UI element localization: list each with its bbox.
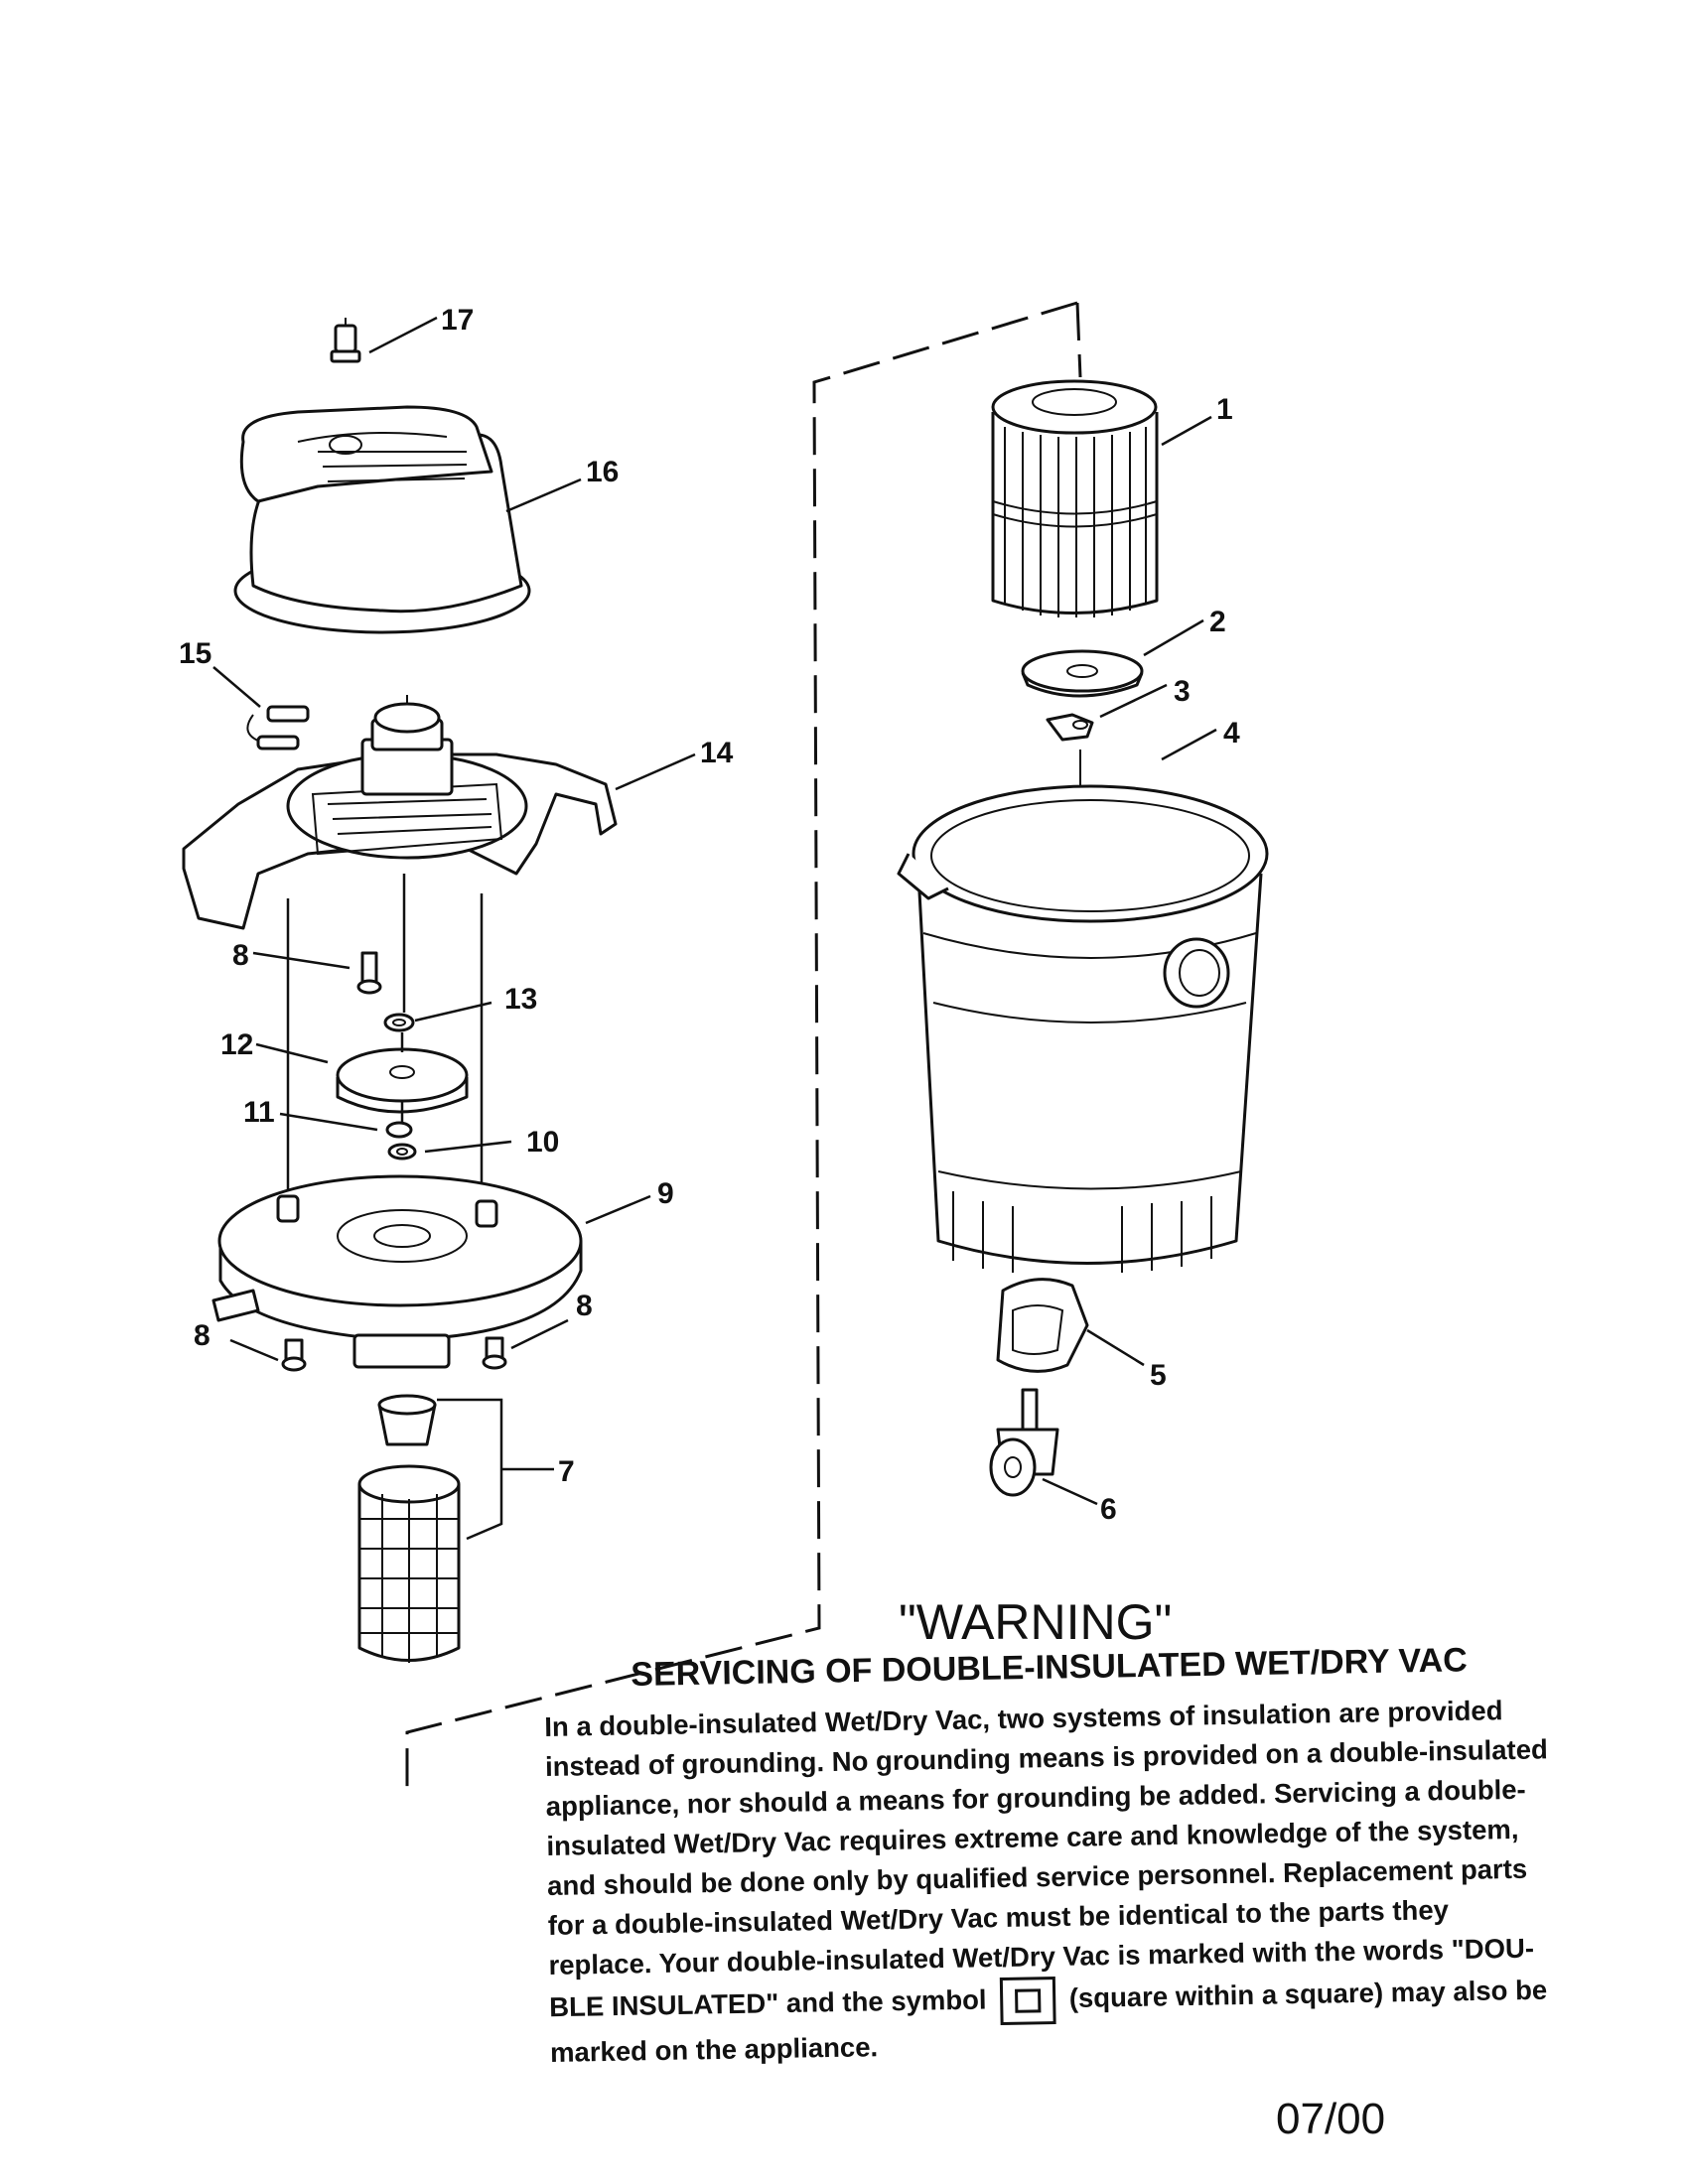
callout-11: 11: [243, 1096, 275, 1129]
callout-15: 15: [179, 637, 211, 670]
part-16-motor-cover: [233, 405, 531, 634]
callout-14: 14: [700, 737, 734, 769]
date-code: 07/00: [1276, 2095, 1386, 2143]
callout-8-right: 8: [576, 1290, 593, 1322]
part-7-float-cage: [357, 1394, 461, 1663]
callout-7: 7: [558, 1455, 575, 1488]
callout-13: 13: [504, 983, 537, 1016]
dashed-group-bracket: [405, 301, 1082, 1787]
part-8-screw-top: [356, 951, 382, 995]
part-10-spacer: [387, 1143, 417, 1160]
part-8-screw-right: [482, 1336, 507, 1370]
warning-title: "WARNING": [899, 1594, 1173, 1650]
part-2-filter-cap: [1021, 649, 1144, 698]
part-13-nut: [383, 1013, 415, 1032]
callout-8-top: 8: [232, 939, 249, 972]
callout-16: 16: [586, 456, 619, 488]
part-1-cartridge-filter: [991, 379, 1159, 617]
part-5-caster-bracket: [996, 1278, 1089, 1373]
callout-8-left: 8: [194, 1319, 210, 1352]
warning-line-8-start: BLE INSULATED" and the symbol: [548, 1983, 987, 2023]
callout-4: 4: [1223, 717, 1240, 750]
part-17-switch: [330, 318, 361, 363]
part-14-motor-assembly: [182, 695, 618, 930]
double-insulated-symbol-icon: [999, 1977, 1056, 2026]
callout-17: 17: [441, 304, 474, 337]
warning-line-8-end: (square within a square) may also be: [1068, 1974, 1548, 2014]
callout-9: 9: [657, 1177, 674, 1210]
part-15-cord-clamp: [246, 705, 310, 751]
part-4-tank: [897, 784, 1269, 1273]
part-12-impeller: [336, 1047, 469, 1114]
warning-body: In a double-insulated Wet/Dry Vac, two s…: [544, 1689, 1652, 2073]
part-9-motor-plate: [211, 1174, 583, 1369]
part-8-screw-left: [281, 1338, 307, 1372]
assembly-guide-lines: [286, 874, 484, 1201]
callout-1: 1: [1216, 393, 1233, 426]
part-6-caster: [989, 1388, 1059, 1497]
part-11-washer: [385, 1121, 413, 1139]
callout-12: 12: [220, 1028, 253, 1061]
callout-2: 2: [1209, 606, 1226, 638]
callout-6: 6: [1100, 1493, 1117, 1526]
callout-10: 10: [526, 1126, 559, 1159]
leader-lines: [212, 316, 1217, 1541]
callout-5: 5: [1150, 1359, 1167, 1392]
callout-3: 3: [1174, 675, 1191, 708]
